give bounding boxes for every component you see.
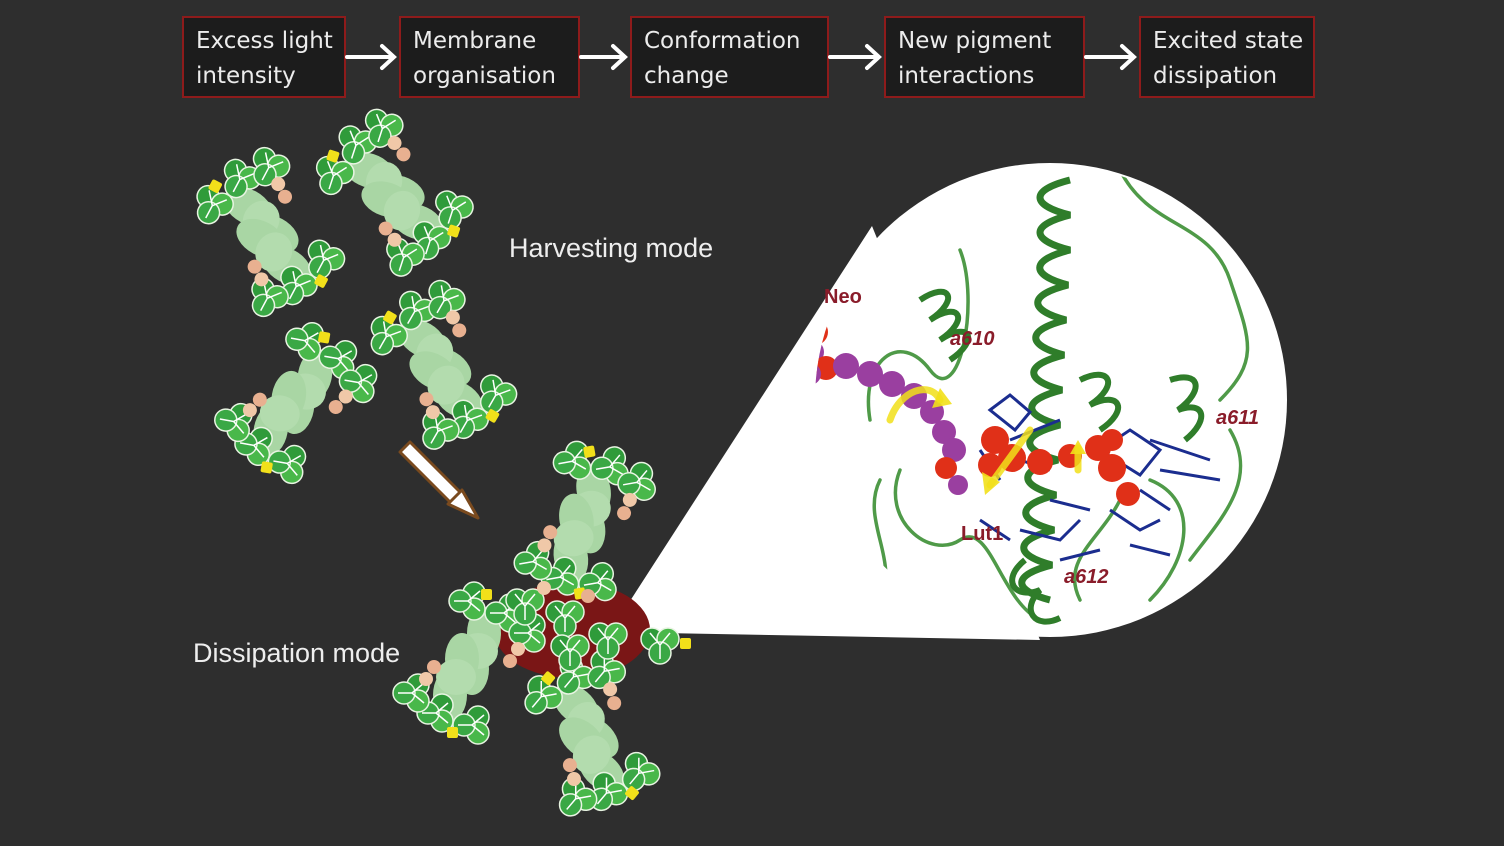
step-line: change: [644, 63, 729, 89]
neo-label: Neo: [824, 286, 862, 308]
step-line: Excited state: [1153, 28, 1304, 54]
lut1-label: Lut1: [961, 523, 1004, 545]
step-excess-light: Excess light intensity: [182, 16, 346, 98]
step-excited-state-dissipation: Excited state dissipation: [1139, 16, 1315, 98]
lhcii-complex: [160, 129, 374, 339]
harvesting-mode-label: Harvesting mode: [509, 233, 714, 263]
step-line: Membrane: [413, 28, 537, 54]
step-line: organisation: [413, 63, 556, 89]
step-line: New pigment: [898, 28, 1052, 54]
a612-label: a612: [1064, 566, 1109, 588]
a611-label: a611: [1216, 407, 1260, 429]
step-conformation-change: Conformation change: [630, 16, 829, 98]
zoom-circle: [813, 163, 1287, 637]
flow-arrows: [345, 44, 1137, 70]
flow-arrow-2: [579, 44, 628, 70]
step-line: interactions: [898, 63, 1035, 89]
a610-label: a610: [950, 328, 995, 350]
step-line: intensity: [196, 63, 296, 89]
dissipation-mode-label: Dissipation mode: [193, 638, 401, 668]
step-new-pigment-interactions: New pigment interactions: [884, 16, 1085, 98]
flow-arrow-3: [828, 44, 882, 70]
lhcii-complex: [206, 309, 384, 495]
step-line: Excess light: [196, 28, 333, 54]
flow-arrow-1: [345, 44, 397, 70]
flow-arrow-4: [1084, 44, 1137, 70]
transition-arrow: [398, 440, 480, 520]
protein-structure: [815, 168, 1250, 625]
step-line: dissipation: [1153, 63, 1278, 89]
step-line: Conformation: [644, 28, 801, 54]
